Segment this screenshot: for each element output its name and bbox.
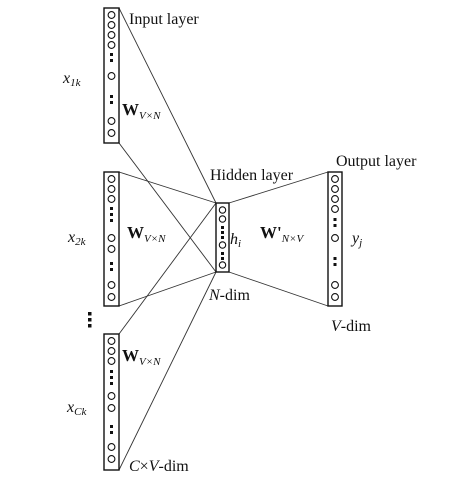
input-weight-matrix-1: WV×N	[122, 100, 161, 122]
edge-input1-bottom-to-hidden-bottom	[118, 142, 217, 273]
edge-inputC-bottom-to-hidden-bottom	[118, 271, 217, 471]
hidden-layer-vector	[215, 202, 230, 273]
input-weight-matrix-2: WV×N	[127, 223, 166, 245]
input-vector-2	[103, 171, 120, 307]
hidden-vector-symbol: hi	[230, 231, 241, 250]
connections	[118, 7, 329, 471]
edge-inputC-top-to-hidden-top	[118, 202, 217, 335]
edge-hidden-bottom-to-output-bottom	[228, 271, 329, 307]
input-vector-c	[103, 333, 120, 471]
input-vector-1	[103, 7, 120, 144]
vertical-ellipsis-icon	[88, 312, 92, 328]
output-dimension-label: V-dim	[331, 318, 372, 335]
output-layer-label: Output layer	[336, 153, 417, 170]
output-vector-symbol: yj	[350, 230, 362, 249]
edge-hidden-top-to-output-top	[228, 171, 329, 204]
input-dimension-label: C×V-dim	[129, 458, 189, 475]
input-vector-1-symbol: x1k	[62, 70, 82, 89]
edge-input2-bottom-to-hidden-bottom	[118, 271, 217, 307]
input-vector-c-symbol: xCk	[66, 399, 87, 418]
output-layer-vector	[327, 171, 343, 307]
output-weight-matrix: W'N×V	[260, 223, 304, 245]
hidden-dimension-label: N-dim	[208, 287, 250, 304]
edge-input1-top-to-hidden-top	[118, 7, 217, 204]
hidden-layer-label: Hidden layer	[210, 167, 294, 184]
edge-input2-top-to-hidden-top	[118, 171, 217, 204]
input-vector-2-symbol: x2k	[67, 229, 87, 248]
input-layer-label: Input layer	[129, 11, 199, 28]
input-weight-matrix-c: WV×N	[122, 346, 161, 368]
